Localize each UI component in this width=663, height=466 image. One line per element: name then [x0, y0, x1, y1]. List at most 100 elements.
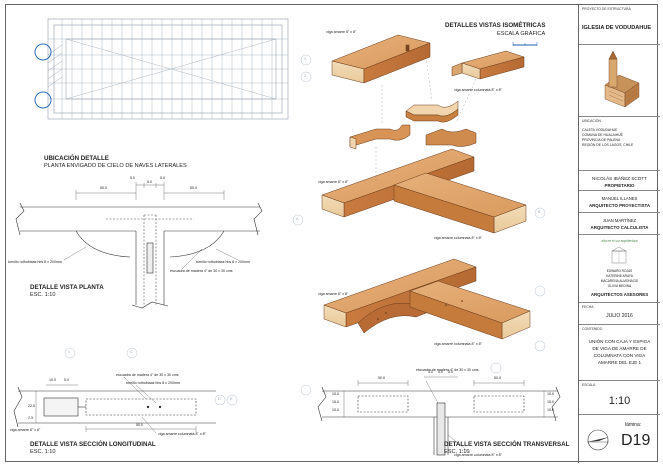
iso-assembled-joint [321, 148, 527, 234]
tb-date-label: FECHA [582, 305, 594, 309]
long-dim: 5.0 [64, 378, 69, 382]
grid-label: C [130, 350, 133, 354]
plan-dim: 5.0 [147, 180, 152, 184]
iso-bracket-left [349, 124, 411, 150]
north-arrow-icon [587, 429, 609, 451]
long-beam-label: viga amarre 8" x 8" [10, 428, 41, 432]
grid-label: D [218, 397, 221, 401]
tb-location-label: UBICACIÓN [582, 119, 601, 123]
tb-scale: ESCALA 1:10 [579, 381, 660, 415]
grid-label: B [538, 210, 541, 214]
iso-tenon-beam [451, 50, 525, 80]
plan-dim: 5.0 [160, 176, 165, 180]
grid-label: 1 [304, 57, 306, 61]
trans-dim: 10.0 [332, 392, 339, 396]
trans-dim: 15.0 [332, 400, 339, 404]
tb-owner-role: PROPIETARIO [604, 183, 635, 188]
transverse-scale: ESC. 1:10 [444, 449, 470, 455]
tb-content-line: DE VIGA DE AMARRE DE [592, 346, 647, 351]
iso-bracket-top [405, 100, 459, 123]
tb-advisor: OLIVIA MEDINA [607, 284, 632, 288]
tb-location: UBICACIÓN CALETA VODUDAHUE COMUNA DE HUA… [579, 117, 660, 171]
trans-dim: 50.0 [494, 376, 501, 380]
tb-calculist: JUAN MARTÍNEZ ARQUITECTO CALCULISTA [579, 213, 660, 235]
tb-advisor: KATERINE ARAYA [606, 274, 633, 278]
trans-dim: 15.0 [547, 400, 554, 404]
assembly-guides [375, 56, 477, 181]
tb-project-label: PROYECTO DE ESTRUCTURA [582, 7, 631, 11]
long-dim: 50.0 [136, 423, 143, 427]
drawing-linework [13, 18, 561, 456]
plan-detail [15, 182, 263, 309]
iso-mortised-beam [331, 34, 431, 84]
plan-scale: ESC. 1:10 [30, 292, 56, 298]
tb-content-line: UNIÓN CON CAJA Y ESPIGA [588, 339, 651, 344]
longitudinal-scale: ESC. 1:10 [30, 449, 56, 455]
tb-location-line: COMUNA DE HUALAIHUÉ [582, 133, 623, 137]
tb-calc-role: ARQUITECTO CALCULISTA [590, 225, 649, 230]
trans-dim: 5.0 [438, 370, 443, 374]
plan-screw-label-left: tornillo rothoblaas hbs 8 x 200mm [8, 260, 62, 264]
trans-dim: 5.0 [448, 370, 453, 374]
plan-dim: 5.0 [130, 176, 135, 180]
tb-location-line: REGIÓN DE LOS LAGOS, CHILE [582, 143, 634, 147]
transverse-title: DETALLE VISTA SECCIÓN TRANSVERSAL [444, 441, 570, 448]
tb-sheet-label: lámina: [625, 422, 642, 428]
grid-label: 2 [304, 74, 306, 78]
tb-owner: NICOLÁS IBÁÑEZ SCOTT PROPIETARIO [579, 171, 660, 191]
tb-sheet: lámina: D19 [579, 415, 660, 463]
drawing-area: UBICACIÓN DETALLE PLANTA ENVIGADO DE CIE… [6, 5, 578, 463]
plan-screw-label-right: tornillo rothoblaas hbs 8 x 200mm [196, 260, 250, 264]
tb-advisor: EDWARD ROJAS [606, 269, 633, 273]
tb-advisors: alta en el sur arquitectura EDWARD ROJAS… [579, 235, 660, 303]
plan-dim: 50.0 [100, 186, 107, 190]
trans-column-beam-label: viga amarre columnata 8" x 8" [454, 453, 502, 457]
long-bracket-label: escuadra de madera 4" de 30 x 30 cms [116, 373, 179, 377]
tb-date-value: JULIO 2016 [606, 313, 633, 319]
iso-column-beam-label-1: viga amarre columnata 8" x 8" [454, 88, 502, 92]
plan-hatched-bay [47, 44, 63, 88]
tb-project: PROYECTO DE ESTRUCTURA IGLESIA DE VODUDA… [579, 5, 660, 45]
plan-title: DETALLE VISTA PLANTA [30, 284, 104, 291]
tb-content-line: COLUMNATA CON VIGA [593, 353, 646, 358]
tb-architect: MANUEL ILLANES ARQUITECTO PROYECTISTA [579, 191, 660, 213]
iso-beam-label-1: viga amarre 8" x 8" [326, 30, 357, 34]
tb-date: FECHA JULIO 2016 [579, 303, 660, 325]
title-block: PROYECTO DE ESTRUCTURA IGLESIA DE VODUDA… [578, 5, 660, 463]
drawing-sheet: UBICACIÓN DETALLE PLANTA ENVIGADO DE CIE… [5, 4, 660, 463]
tb-church-image [579, 45, 660, 117]
iso-column-beam-label-2: viga amarre columnata 8" x 8" [434, 236, 482, 240]
grid-label: E [230, 397, 233, 401]
long-dim: 10.0 [49, 378, 56, 382]
longitudinal-section [13, 376, 216, 434]
trans-dim: 10.0 [547, 408, 554, 412]
tb-project-name: IGLESIA DE VODUDAHUE [582, 25, 652, 31]
long-dim: 22.5 [28, 404, 35, 408]
tb-content-line: AMARRE DEL EJE 1 [597, 360, 642, 365]
iso-subtitle: ESCALA GRÁFICA [497, 31, 546, 37]
plan-dim: 50.0 [190, 186, 197, 190]
iso-assembled-with-brackets [323, 258, 531, 340]
tb-calc-name: JUAN MARTÍNEZ [602, 218, 637, 223]
long-screw-label: tornillo rothoblaas hbs 8 x 200mm [126, 381, 180, 385]
iso-title: DETALLES VISTAS ISOMÉTRICAS [445, 22, 546, 29]
grid-label: 1 [68, 350, 70, 354]
trans-dim: 50.0 [378, 376, 385, 380]
trans-bracket-label: escuadra de madera 4" de 30 x 30 cms [416, 368, 479, 372]
tb-scale-value: 1:10 [608, 395, 631, 407]
tb-architect-name: MANUEL ILLANES [601, 196, 638, 201]
longitudinal-title: DETALLE VISTA SECCIÓN LONGITUDINAL [30, 441, 156, 448]
long-dim: 2.5 [28, 416, 33, 420]
tb-firm-logo: alta en el sur arquitectura [601, 239, 638, 243]
trans-dim: 10.0 [332, 408, 339, 412]
location-subtitle: PLANTA ENVIGADO DE CIELO DE NAVES LATERA… [44, 163, 187, 169]
tb-content: CONTENIDO UNIÓN CON CAJA Y ESPIGA DE VIG… [579, 325, 660, 381]
firm-building-icon [611, 247, 627, 264]
location-title: UBICACIÓN DETALLE [44, 155, 109, 162]
iso-bracket-right [425, 128, 477, 147]
trans-dim: 5.0 [428, 370, 433, 374]
tb-advisor: MACARENA ALMONACID [600, 279, 639, 283]
grid-bubbles [64, 54, 546, 406]
long-column-beam-label: viga amarre columnata 8" x 8" [158, 432, 206, 436]
location-marker-1 [34, 43, 52, 61]
